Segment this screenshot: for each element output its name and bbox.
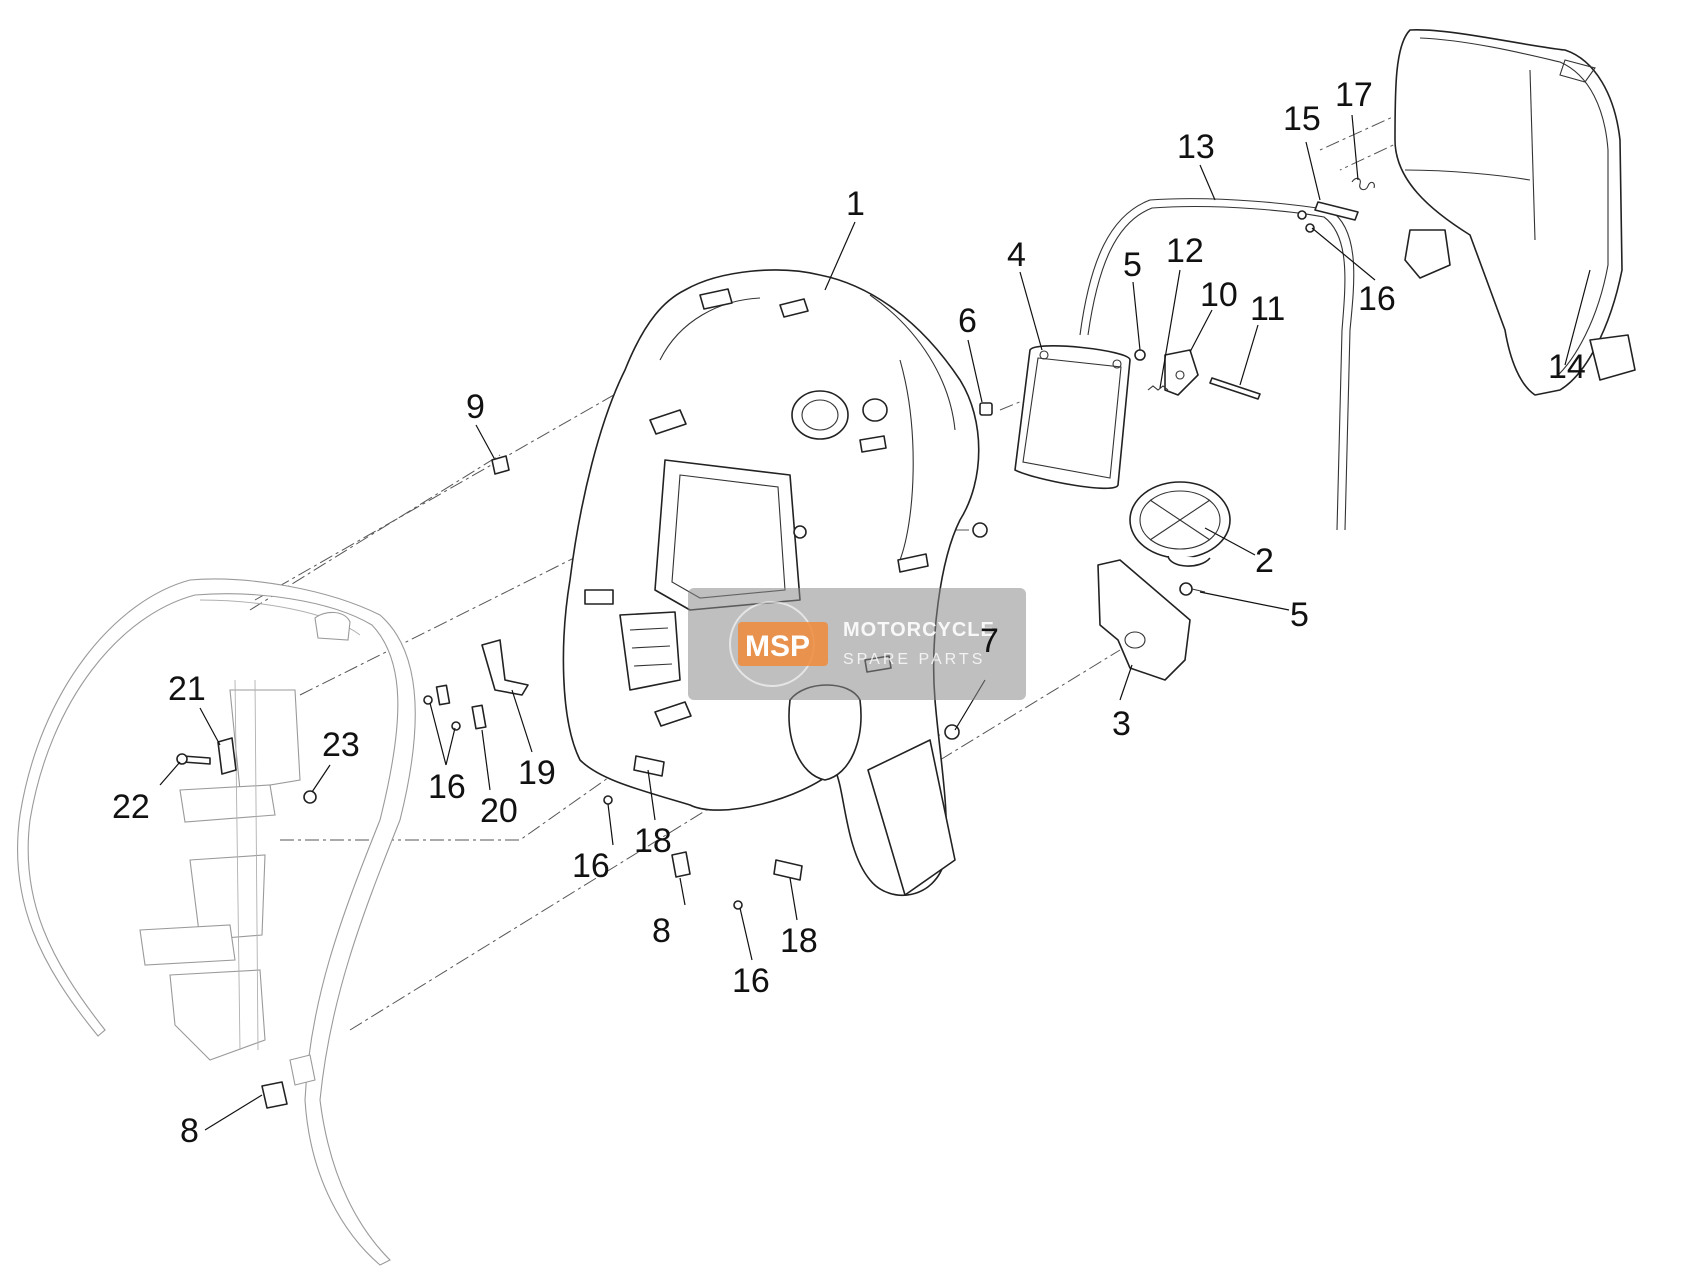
callout-23: 23 <box>322 726 360 764</box>
part-1-leg-shield-back <box>562 269 980 896</box>
part-18-bracket-a <box>633 755 665 777</box>
part-16-screw-low <box>733 900 743 910</box>
front-frame <box>16 578 416 1266</box>
callout-16-low: 16 <box>732 962 770 1000</box>
part-19-bracket <box>481 639 529 696</box>
part-5-screw-upper <box>1134 349 1146 361</box>
watermark-line2: SPARE PARTS <box>843 651 985 668</box>
callout-8-mid: 8 <box>652 912 671 950</box>
callout-12: 12 <box>1166 232 1204 270</box>
part-6-clip <box>979 402 993 416</box>
part-16-screws-top <box>1297 210 1315 233</box>
callout-21: 21 <box>168 670 206 708</box>
callout-2: 2 <box>1255 542 1274 580</box>
callout-22: 22 <box>112 788 150 826</box>
watermark-line1: MOTORCYCLE <box>843 619 995 641</box>
callout-18-a: 18 <box>634 822 672 860</box>
part-5-screw-lower <box>1179 582 1206 596</box>
part-18-bracket-b <box>773 859 803 881</box>
callout-19: 19 <box>518 754 556 792</box>
callout-9: 9 <box>466 388 485 426</box>
watermark-logo: MSP <box>745 630 810 663</box>
watermark-panel <box>688 588 1026 700</box>
callout-11: 11 <box>1250 290 1285 328</box>
part-4-glovebox-door <box>1014 345 1131 490</box>
part-11-pin <box>1209 377 1261 400</box>
part-12-spring <box>1147 385 1169 391</box>
part-2-cap <box>1129 481 1231 567</box>
callout-16-top: 16 <box>1358 280 1396 318</box>
callout-18-b: 18 <box>780 922 818 960</box>
callout-7: 7 <box>980 622 999 660</box>
leader-lines <box>159 114 1591 1131</box>
callout-10: 10 <box>1200 276 1238 314</box>
callout-8-low: 8 <box>180 1112 199 1150</box>
callout-16-mid: 16 <box>572 847 610 885</box>
part-8-clip-low <box>261 1081 288 1109</box>
callouts: 1 2 3 4 5 5 6 7 8 8 9 10 11 12 13 14 15 … <box>112 76 1586 1150</box>
part-21-bracket <box>217 737 237 775</box>
part-14-leg-shield <box>1394 29 1636 396</box>
callout-15: 15 <box>1283 100 1321 138</box>
callout-3: 3 <box>1112 705 1131 743</box>
watermark-badge <box>738 622 828 666</box>
part-8-clip-mid <box>671 851 691 878</box>
part-15-bracket <box>1314 201 1359 221</box>
callout-14: 14 <box>1548 348 1586 386</box>
callout-5-lower: 5 <box>1290 596 1309 634</box>
part-20-plate <box>471 704 487 730</box>
callout-4: 4 <box>1007 236 1026 274</box>
part-10-latch <box>1164 349 1199 396</box>
part-3-cover <box>1097 559 1191 681</box>
part-16-screw-mid <box>603 795 613 805</box>
callout-13: 13 <box>1177 128 1215 166</box>
watermark: MSP MOTORCYCLE SPARE PARTS <box>688 588 1026 700</box>
callout-16-left: 16 <box>428 768 466 806</box>
part-9-clip <box>491 455 510 475</box>
part-23-nut <box>303 790 317 804</box>
callout-17: 17 <box>1335 76 1373 114</box>
callout-20: 20 <box>480 792 518 830</box>
part-16-screws-left <box>423 684 461 731</box>
part-17-spring <box>1351 177 1375 191</box>
callout-5-upper: 5 <box>1123 246 1142 284</box>
callout-6: 6 <box>958 302 977 340</box>
part-22-bolt <box>176 753 211 765</box>
callout-1: 1 <box>846 185 865 223</box>
